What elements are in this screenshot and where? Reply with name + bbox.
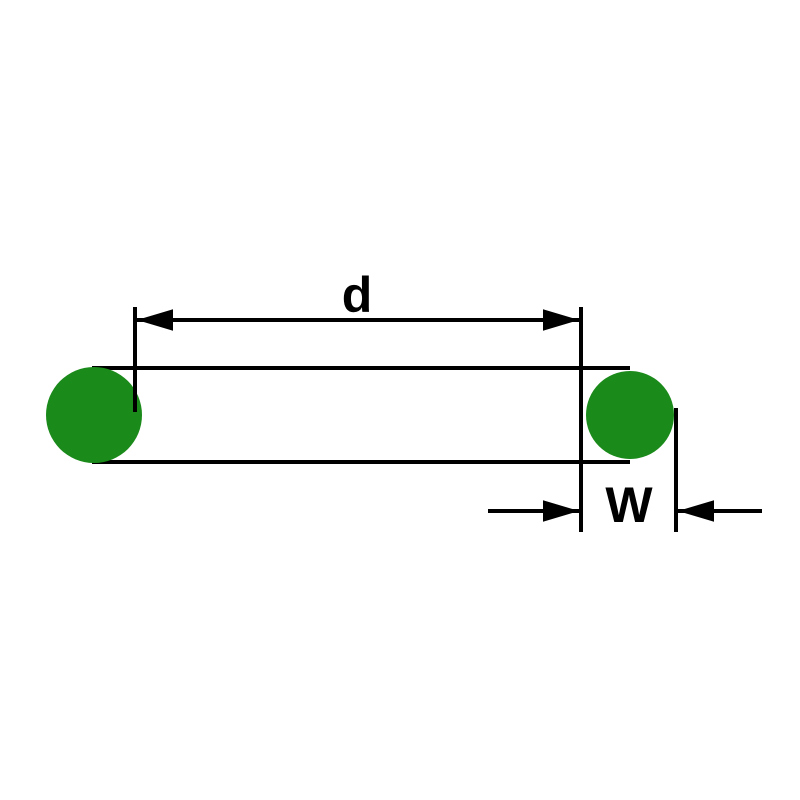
oring-left-cross-section	[46, 367, 142, 463]
oring-right-cross-section	[586, 371, 674, 459]
inner-diameter-label: d	[342, 267, 373, 323]
width-label: W	[605, 477, 653, 533]
